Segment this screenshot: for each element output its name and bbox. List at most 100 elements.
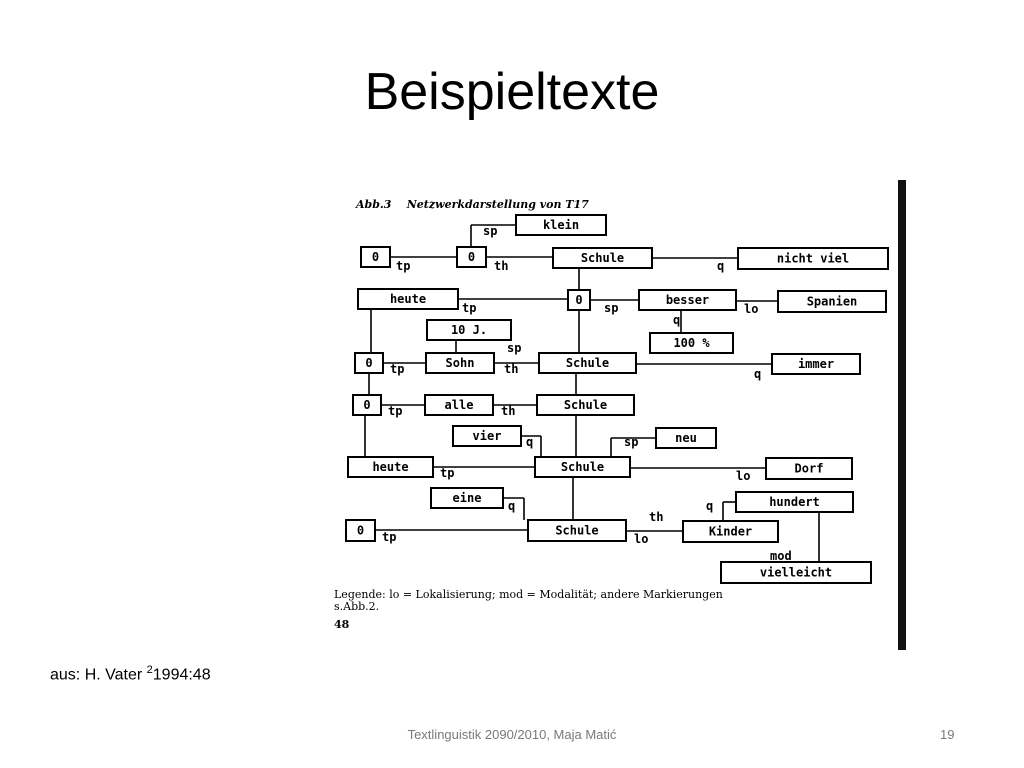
diagram-node: Schule (536, 394, 635, 416)
node-box (452, 425, 522, 447)
node-box (567, 289, 591, 311)
node-box (737, 247, 889, 270)
node-label: vielleicht (760, 566, 832, 580)
node-label: 0 (372, 250, 379, 264)
node-box (538, 352, 637, 374)
node-label: 0 (357, 524, 364, 538)
node-box (426, 319, 512, 341)
node-label: 100 % (673, 336, 710, 350)
diagram-legend-line1: Legende: lo = Lokalisierung; mod = Modal… (334, 588, 723, 601)
edge-label: q (717, 259, 724, 273)
edge-label: tp (462, 301, 476, 315)
node-box (456, 246, 487, 268)
diagram-node: heute (357, 288, 459, 310)
diagram-node: Kinder (682, 520, 779, 543)
diagram-node: immer (771, 353, 861, 375)
node-box (771, 353, 861, 375)
node-box (649, 332, 734, 354)
node-label: alle (445, 398, 474, 412)
edge-label: sp (604, 301, 618, 315)
diagram-node: 0 (360, 246, 391, 268)
edge-label: tp (382, 530, 396, 544)
node-label: Schule (581, 251, 624, 265)
node-box (527, 519, 627, 542)
diagram-node: 0 (567, 289, 591, 311)
diagram-node: heute (347, 456, 434, 478)
edge-label: tp (440, 466, 454, 480)
node-label: 10 J. (451, 323, 487, 337)
edge-label: sp (483, 224, 497, 238)
edge-label: th (504, 362, 518, 376)
node-label: 0 (365, 356, 372, 370)
node-box (425, 352, 495, 374)
diagram-node: vier (452, 425, 522, 447)
edge-label: sp (507, 341, 521, 355)
diagram-node: 0 (352, 394, 382, 416)
node-label: Schule (566, 356, 609, 370)
node-box (765, 457, 853, 480)
node-box (777, 290, 887, 313)
edge-label: lo (634, 532, 648, 546)
node-box (655, 427, 717, 449)
source-superscript: 2 (146, 664, 153, 676)
source-citation: aus: H. Vater 21994:48 (50, 664, 211, 684)
diagram-node: 0 (354, 352, 384, 374)
node-box (347, 456, 434, 478)
node-box (345, 519, 376, 542)
node-box (424, 394, 494, 416)
node-label: vier (473, 429, 502, 443)
node-label: neu (675, 431, 697, 445)
diagram-node: 100 % (649, 332, 734, 354)
node-label: Spanien (807, 295, 858, 309)
page-number: 19 (940, 727, 955, 742)
node-label: Schule (555, 524, 598, 538)
edge-label: q (526, 435, 533, 449)
node-label: nicht viel (777, 252, 849, 266)
diagram-caption: Abb.3 Netzwerkdarstellung von T17 (355, 198, 589, 211)
node-label: Schule (561, 460, 604, 474)
network-diagram: Abb.3 Netzwerkdarstellung von T17 (334, 198, 889, 631)
diagram-node: nicht viel (737, 247, 889, 270)
edge-label: th (501, 404, 515, 418)
edge-label: mod (770, 549, 792, 563)
node-label: heute (372, 460, 408, 474)
edge-label: th (494, 259, 508, 273)
edges (364, 224, 820, 562)
node-label: 0 (363, 398, 370, 412)
node-box (357, 288, 459, 310)
diagram-node: vielleicht (720, 561, 872, 584)
node-box (735, 491, 854, 513)
node-label: heute (390, 292, 426, 306)
edge-label: tp (390, 362, 404, 376)
diagram-node: Schule (538, 352, 637, 374)
node-box (638, 289, 737, 311)
node-label: 0 (468, 250, 475, 264)
diagram-node: 0 (345, 519, 376, 542)
diagram-node: Schule (552, 247, 653, 269)
node-box (515, 214, 607, 236)
diagram-node: Spanien (777, 290, 887, 313)
node-label: eine (453, 491, 482, 505)
diagram-node: Dorf (765, 457, 853, 480)
diagram-legend-line2: s.Abb.2. (334, 600, 379, 613)
network-figure: Abb.3 Netzwerkdarstellung von T17 (296, 180, 908, 650)
edge-label: lo (744, 302, 758, 316)
edge-label: q (754, 367, 761, 381)
node-box (430, 487, 504, 509)
edge-label: q (508, 499, 515, 513)
slide-footer: Textlinguistik 2090/2010, Maja Matić (407, 727, 617, 742)
node-label: Schule (564, 398, 607, 412)
node-label: klein (543, 218, 579, 232)
edge-label: tp (396, 259, 410, 273)
node-label: Sohn (446, 356, 475, 370)
diagram-node: klein (515, 214, 607, 236)
node-label: 0 (575, 293, 582, 307)
slide-title: Beispieltexte (364, 63, 660, 121)
node-box (536, 394, 635, 416)
node-box (720, 561, 872, 584)
node-label: besser (666, 293, 709, 307)
node-box (534, 456, 631, 478)
edge-label: q (673, 313, 680, 327)
